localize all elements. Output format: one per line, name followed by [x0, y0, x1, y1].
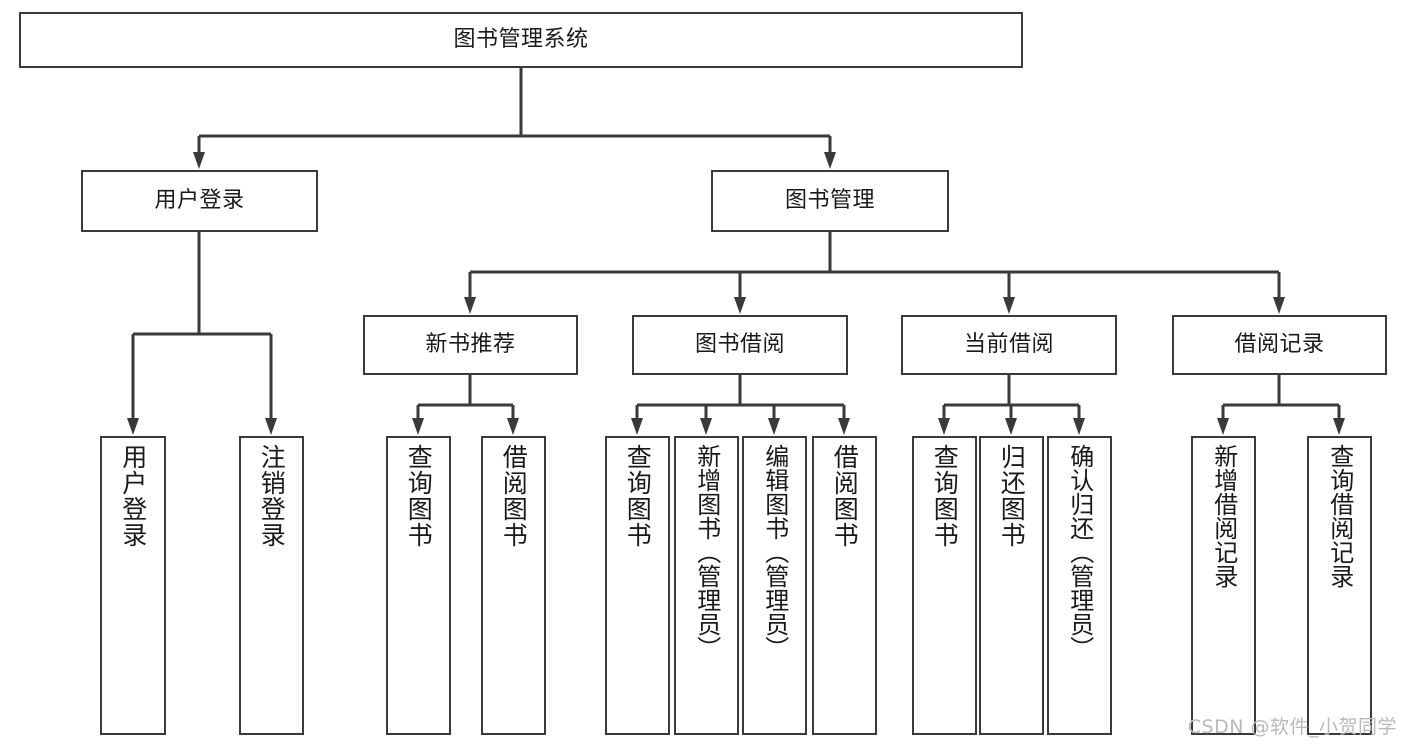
node-book-borrow[interactable]: 图书借阅: [632, 315, 848, 375]
node-current-borrow[interactable]: 当前借阅: [901, 315, 1117, 375]
node-user-login[interactable]: 用户登录: [81, 170, 318, 232]
arrowhead-bb-leaf-4: [838, 418, 850, 435]
node-book-management[interactable]: 图书管理: [711, 170, 949, 232]
arrowhead-br-leaf-1: [1217, 418, 1229, 435]
leaf-query-book-current[interactable]: 查询图书: [912, 436, 977, 735]
arrowhead-cb-leaf-2: [1005, 418, 1017, 435]
node-label: 查询图书: [404, 444, 434, 548]
node-label: 新增借阅记录: [1209, 444, 1238, 588]
node-label: 借阅图书: [830, 444, 860, 548]
node-label: 借阅图书: [499, 444, 529, 548]
arrowhead-cb-leaf-1: [938, 418, 950, 435]
arrowhead-borrow-record: [1273, 297, 1285, 314]
arrowhead-nb-leaf-2: [507, 418, 519, 435]
leaf-return-book[interactable]: 归还图书: [979, 436, 1044, 735]
node-root-system[interactable]: 图书管理系统: [19, 12, 1023, 68]
node-label: 用户登录: [118, 444, 148, 548]
node-label: 查询借阅记录: [1325, 444, 1354, 588]
node-label: 当前借阅: [963, 332, 1054, 358]
leaf-confirm-return-admin[interactable]: 确认归还（管理员）: [1047, 436, 1112, 735]
leaf-query-book-borrow[interactable]: 查询图书: [605, 436, 670, 735]
leaf-edit-book-admin[interactable]: 编辑图书（管理员）: [742, 436, 807, 735]
node-borrow-record[interactable]: 借阅记录: [1172, 315, 1387, 375]
node-new-book-recommend[interactable]: 新书推荐: [363, 315, 578, 375]
arrowhead-leaf-logout: [265, 418, 277, 435]
leaf-add-book-admin[interactable]: 新增图书（管理员）: [674, 436, 739, 735]
arrowhead-bb-leaf-3: [768, 418, 780, 435]
leaf-query-book-recommend[interactable]: 查询图书: [386, 436, 451, 735]
arrowhead-book-manage: [824, 152, 836, 169]
leaf-user-login[interactable]: 用户登录: [100, 436, 166, 735]
node-label: 图书借阅: [694, 332, 785, 358]
node-label: 用户登录: [154, 188, 245, 214]
node-label: 新增图书（管理员）: [692, 444, 721, 660]
node-label: 查询图书: [930, 444, 960, 548]
arrowhead-book-borrow: [734, 297, 746, 314]
leaf-borrow-book[interactable]: 借阅图书: [812, 436, 877, 735]
leaf-borrow-book-recommend[interactable]: 借阅图书: [481, 436, 546, 735]
arrowhead-user-login: [193, 152, 205, 169]
arrowhead-br-leaf-2: [1333, 418, 1345, 435]
node-label: 编辑图书（管理员）: [760, 444, 789, 660]
arrowhead-bb-leaf-2: [700, 418, 712, 435]
node-label: 借阅记录: [1234, 332, 1325, 358]
node-label: 归还图书: [997, 444, 1027, 548]
node-label: 新书推荐: [425, 332, 516, 358]
node-label: 确认归还（管理员）: [1065, 444, 1094, 660]
arrowhead-cb-leaf-3: [1073, 418, 1085, 435]
node-label: 查询图书: [623, 444, 653, 548]
node-label: 注销登录: [257, 444, 287, 548]
arrowhead-bb-leaf-1: [631, 418, 643, 435]
arrowhead-leaf-user-login: [127, 418, 139, 435]
watermark-text: CSDN @软件_小贺同学: [1187, 716, 1397, 738]
node-label: 图书管理系统: [453, 27, 589, 53]
arrowhead-new-book: [464, 297, 476, 314]
leaf-logout[interactable]: 注销登录: [239, 436, 304, 735]
arrowhead-nb-leaf-1: [412, 418, 424, 435]
arrowhead-current-borrow: [1003, 297, 1015, 314]
leaf-query-borrow-record[interactable]: 查询借阅记录: [1307, 436, 1372, 735]
leaf-add-borrow-record[interactable]: 新增借阅记录: [1191, 436, 1256, 735]
node-label: 图书管理: [784, 188, 875, 214]
